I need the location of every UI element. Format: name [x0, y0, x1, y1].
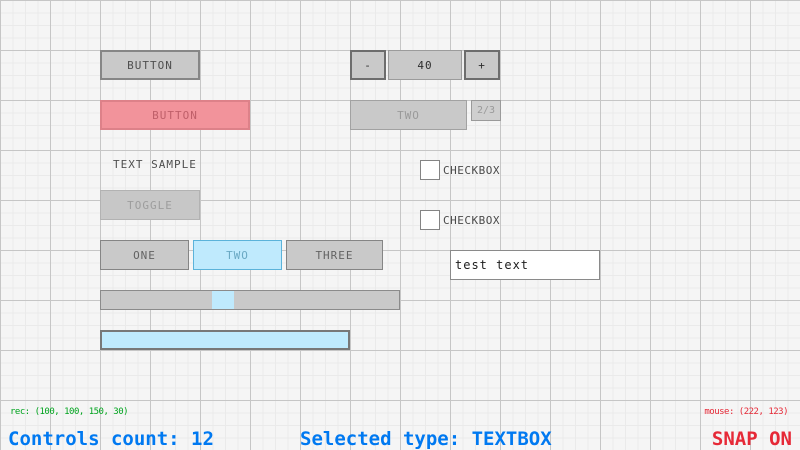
spinner-minus-button[interactable]: -	[350, 50, 386, 80]
status-rec-coordinates: rec: (100, 100, 150, 30)	[10, 407, 129, 417]
checkbox-control-2[interactable]: CHECKBOX	[420, 210, 500, 230]
button-control-selected[interactable]: BUTTON	[100, 100, 250, 130]
toggle-group-item-one[interactable]: ONE	[100, 240, 189, 270]
checkbox-label: CHECKBOX	[443, 163, 500, 177]
checkbox-control-1[interactable]: CHECKBOX	[420, 160, 500, 180]
checkbox-label: CHECKBOX	[443, 213, 500, 227]
checkbox-box[interactable]	[420, 160, 440, 180]
combobox-control[interactable]: TWO	[350, 100, 467, 130]
toggle-control[interactable]: TOGGLE	[100, 190, 200, 220]
slider-knob[interactable]	[212, 291, 234, 309]
combobox-counter[interactable]: 2/3	[471, 100, 501, 121]
status-selected-type: Selected type: TEXTBOX	[300, 428, 552, 450]
spinner-plus-button[interactable]: +	[464, 50, 500, 80]
slider-control[interactable]	[100, 290, 400, 310]
spinner-value[interactable]: 40	[388, 50, 462, 80]
toggle-group-item-three[interactable]: THREE	[286, 240, 383, 270]
label-control: TEXT SAMPLE	[113, 158, 197, 171]
spinner-control: - 40 +	[350, 50, 500, 80]
textbox-control[interactable]: test text	[450, 250, 600, 280]
checkbox-box[interactable]	[420, 210, 440, 230]
status-controls-count: Controls count: 12	[8, 428, 214, 450]
status-mouse-coordinates: mouse: (222, 123)	[704, 407, 788, 417]
button-control[interactable]: BUTTON	[100, 50, 200, 80]
progressbar-control[interactable]	[100, 330, 350, 350]
toggle-group-item-two-active[interactable]: TWO	[193, 240, 282, 270]
status-snap-indicator: SNAP ON	[711, 428, 792, 450]
